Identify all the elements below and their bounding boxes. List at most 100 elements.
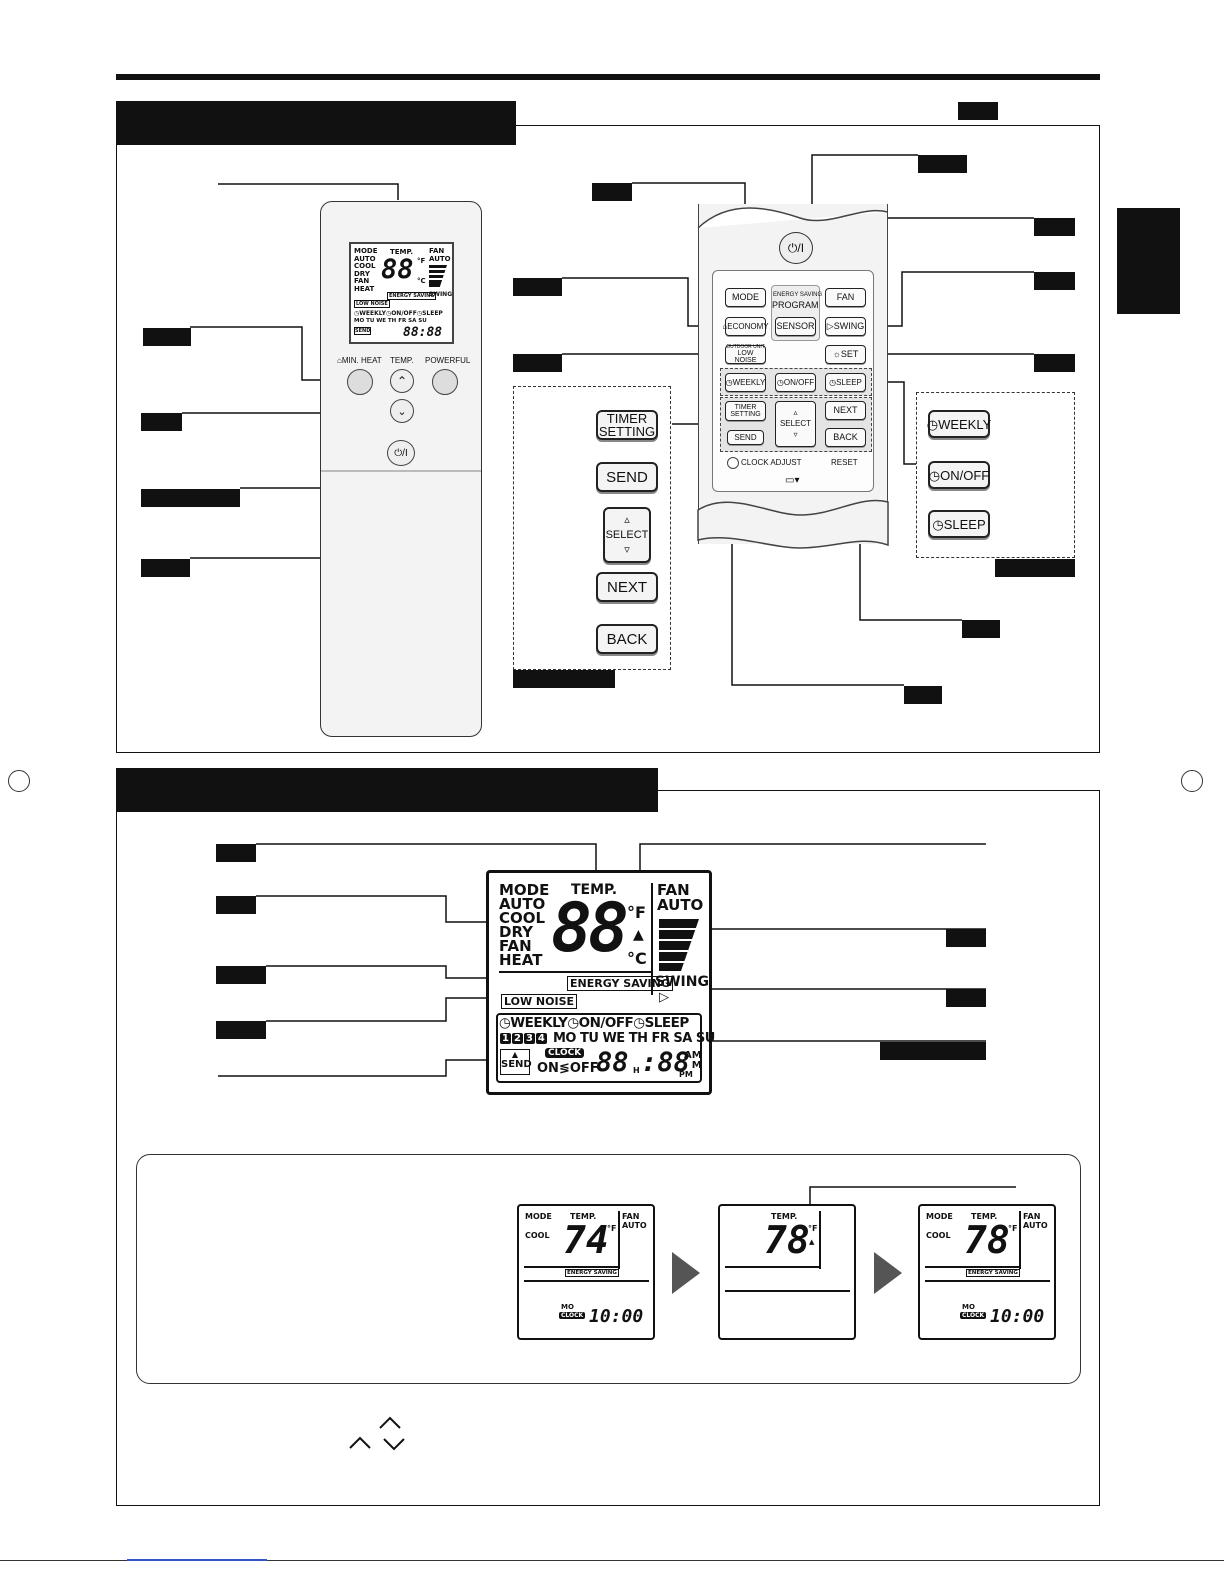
low-noise-label: LOW NOISE [734,350,757,364]
label-block [513,354,562,372]
large-send-button[interactable]: SEND [596,462,658,492]
label-block [592,183,632,201]
ex1-auto: AUTO [622,1221,647,1230]
ex1-clock: CLOCK [559,1312,586,1319]
lcd-swing-label: SWING [655,974,709,990]
lcd-h-label: H [633,1066,640,1075]
label-block [141,489,240,507]
ex1-fan: FAN [622,1212,640,1221]
weekly-button[interactable]: ◷WEEKLY [725,373,766,392]
triangle-up-icon: ▲ [511,1050,519,1059]
lcd-timer-area [496,1013,702,1083]
remote-lcd-swing: SWING [429,291,453,298]
send-button[interactable]: SEND [727,430,764,445]
energy-saving-label: ENERGY SAVING [773,292,823,298]
temp-down-button[interactable]: ⌄ [390,399,414,423]
clock-icon: ◷ [932,516,944,532]
ex2-hdivider [725,1266,819,1268]
example-box [136,1154,1081,1384]
large-weekly-button[interactable]: ◷WEEKLY [926,410,991,438]
label-block [918,155,967,173]
top-rule [116,74,1100,80]
section2-frame [116,790,1100,1506]
remote-lcd-fan: FAN [429,247,445,255]
large-sleep-button[interactable]: ◷SLEEP [928,510,990,538]
ex1-day: MO [561,1303,574,1311]
ex2-deg: °F [808,1224,818,1233]
remote-lcd-digits: 88 [381,254,414,285]
remote-lcd: MODE AUTO COOL DRY FAN HEAT TEMP. 88 °F … [349,242,454,344]
swing-icon: ≶ [558,1061,570,1076]
select-button[interactable]: ▵SELECT▿ [775,401,816,447]
economy-button[interactable]: ⌂ECONOMY [722,317,769,336]
set-button[interactable]: ☼SET [825,345,866,364]
label-block [1034,272,1075,290]
registration-mark-icon [8,770,30,792]
ex1-time: 10:00 [589,1306,644,1327]
label-block [216,966,266,984]
example-screen-2: TEMP. 78 °F ▲ [718,1204,856,1340]
panel-power-button[interactable]: ⏻/I [779,232,813,264]
power-button[interactable]: ⏻/I [387,440,415,466]
mode-button[interactable]: MODE [725,288,766,307]
next-button[interactable]: NEXT [825,401,866,420]
arrow-right-icon [672,1252,700,1294]
remote-lcd-mode-dry: DRY [354,269,370,278]
label-block [513,278,562,296]
remote-lcd-lownoise: LOW NOISE [354,300,390,308]
ex2-temp-label: TEMP. [771,1212,798,1221]
large-next-button[interactable]: NEXT [596,572,658,602]
chevron-up-icon [379,1416,401,1429]
ex3-deg: °F [1008,1224,1018,1233]
large-select-button[interactable]: ▵SELECT▿ [603,507,651,563]
chevron-up-icon [349,1436,371,1449]
ex3-clock: CLOCK [960,1312,987,1319]
on-off-button[interactable]: ◷ON/OFF [775,373,816,392]
min-heat-label: ⌂MIN. HEAT [337,356,382,365]
triangle-up-icon: ▲ [809,1238,815,1246]
remote-lcd-mode-cool: COOL [354,262,376,270]
fan-button[interactable]: FAN [825,288,866,307]
clock-adjust-label: CLOCK ADJUST [741,458,802,467]
setting-label: SETTING [730,411,761,418]
lcd-time-hours: 88 [596,1047,629,1078]
back-button[interactable]: BACK [825,428,866,447]
chevron-up-icon: ⌃ [396,374,408,388]
triangle-down-icon: ▿ [624,543,630,556]
remote-lcd-timer-row: ◷WEEKLY◷ON/OFF◷SLEEP [354,310,443,317]
swing-button[interactable]: ▷SWING [825,317,866,336]
arrow-right-icon [874,1252,902,1294]
lcd-pm-label: PM [679,1070,693,1079]
section1-header-bar [116,101,516,145]
ex1-cool: COOL [525,1231,550,1240]
label-block [1034,354,1075,372]
ex3-divider [1019,1211,1021,1269]
sleep-button[interactable]: ◷SLEEP [825,373,866,392]
low-noise-button[interactable]: OUTDOOR UNIT LOW NOISE [725,345,766,364]
min-heat-button[interactable] [347,369,373,395]
clock-icon: ◷ [499,1015,511,1031]
clock-adjust-button[interactable] [727,457,739,469]
remote-lcd-days: MO TU WE TH FR SA SU [354,318,427,324]
ex3-energy: ENERGY SAVING [966,1269,1020,1277]
bottom-link-underline [127,1559,267,1561]
temp-up-button[interactable]: ⌃ [390,369,414,393]
sensor-button[interactable]: SENSOR [775,317,816,336]
ex1-divider [618,1211,620,1269]
lcd-low-noise: LOW NOISE [501,994,578,1009]
power-icon: ⏻/I [787,240,805,255]
large-back-button[interactable]: BACK [596,624,658,654]
remote-lcd-fan-auto: AUTO [429,254,451,263]
triangle-up-icon: ▲ [633,927,644,943]
ex3-hdivider2 [925,1280,1050,1282]
powerful-button[interactable] [432,369,458,395]
clock-icon: ◷ [926,416,939,432]
ex3-temp-label: TEMP. [971,1212,998,1221]
clock-icon: ◷ [633,1015,645,1031]
large-on-off-button[interactable]: ◷ON/OFF [928,461,990,489]
reset-label: RESET [831,458,858,467]
remote-lcd-energy: ENERGY SAVING [387,292,437,300]
